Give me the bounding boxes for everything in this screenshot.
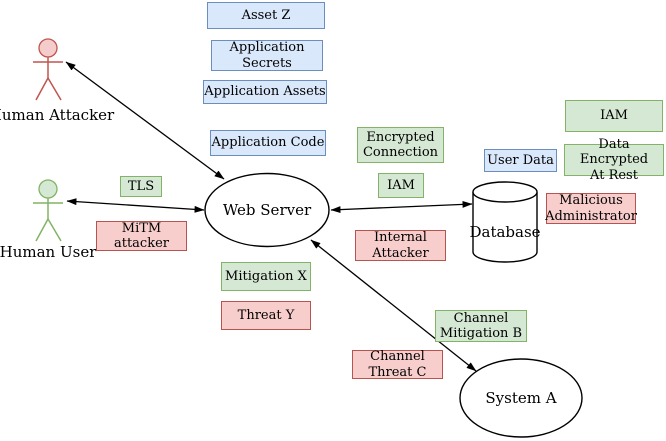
asset-box-application-code[interactable]: Application Code xyxy=(210,130,326,156)
asset-box-user-data[interactable]: User Data xyxy=(484,149,557,172)
edge-web-server-system-a[interactable] xyxy=(310,239,477,372)
database-cylinder-top xyxy=(472,181,538,203)
web-server-label: Web Server xyxy=(222,201,312,219)
human-user-figure[interactable] xyxy=(33,179,63,242)
system-a-label: System A xyxy=(485,389,557,407)
human-attacker-label: Human Attacker xyxy=(0,106,115,124)
attacker-head xyxy=(38,38,58,58)
mitigation-box-data-encrypted-at-rest[interactable]: Data Encrypted At Rest xyxy=(564,137,664,183)
asset-box-application-secrets[interactable]: Application Secrets xyxy=(211,40,323,71)
asset-box-asset-z[interactable]: Asset Z xyxy=(207,2,325,29)
edge-human-attacker-web-server[interactable] xyxy=(65,61,225,180)
system-a-node[interactable] xyxy=(459,358,583,438)
mitigation-box-iam-database[interactable]: IAM xyxy=(565,100,663,132)
edge-web-server-database[interactable] xyxy=(330,200,473,214)
mitigation-box-mitigation-x[interactable]: Mitigation X xyxy=(221,262,311,291)
attacker-left-leg xyxy=(35,77,49,101)
database-node[interactable] xyxy=(472,181,538,263)
attacker-right-leg xyxy=(47,77,62,101)
threat-box-malicious-administrator[interactable]: Malicious Administrator xyxy=(545,193,637,224)
user-head xyxy=(38,179,58,199)
user-right-leg xyxy=(47,218,62,242)
edge-human-user-web-server[interactable] xyxy=(66,198,205,213)
threat-box-channel-threat-c[interactable]: Channel Threat C xyxy=(352,349,443,380)
user-left-leg xyxy=(35,218,49,242)
mitigation-box-iam-web-server[interactable]: IAM xyxy=(378,173,424,198)
threat-box-internal-attacker[interactable]: Internal Attacker xyxy=(355,230,446,261)
web-server-node[interactable] xyxy=(204,172,330,248)
threat-box-mitm-attacker[interactable]: MiTM attacker xyxy=(96,221,187,251)
database-label: Database xyxy=(469,223,541,241)
mitigation-box-tls[interactable]: TLS xyxy=(120,176,162,197)
mitigation-box-encrypted-connection[interactable]: Encrypted Connection xyxy=(357,127,444,163)
asset-box-application-assets[interactable]: Application Assets xyxy=(203,80,327,104)
human-user-label: Human User xyxy=(0,243,97,261)
threat-box-threat-y[interactable]: Threat Y xyxy=(221,301,311,330)
human-attacker-figure[interactable] xyxy=(33,38,63,101)
mitigation-box-channel-mitigation-b[interactable]: Channel Mitigation B xyxy=(435,310,527,342)
